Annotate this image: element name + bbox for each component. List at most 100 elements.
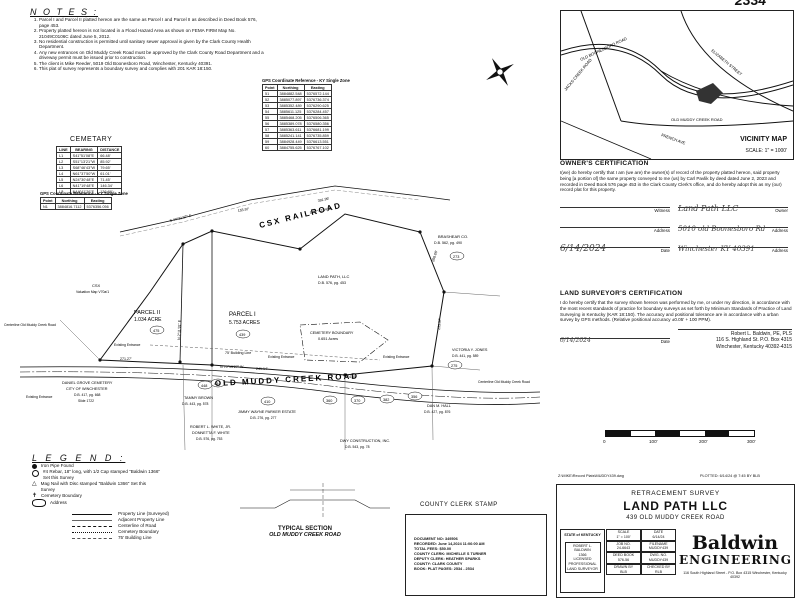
- note-item: No residential construction is permitted…: [39, 39, 265, 50]
- info-value: 1" = 100': [616, 534, 631, 539]
- info-label: FILENAME: [649, 541, 668, 546]
- table-cell: 5376767.102: [303, 144, 332, 151]
- parcel1-area: 5.753 ACRES: [229, 320, 261, 326]
- info-label: SCALE: [617, 530, 630, 534]
- cemetery-icon: ✝: [32, 493, 38, 499]
- owner-certification: OWNER'S CERTIFICATION I(we) do hereby ce…: [560, 160, 792, 254]
- brashear-deed: D.B. 562, pg. 490: [434, 241, 462, 245]
- table-cell: 136.88': [97, 188, 123, 195]
- iron-pipe-icon: [32, 463, 37, 469]
- surveyor-cert-title: LAND SURVEYOR'S CERTIFICATION: [560, 290, 683, 297]
- note-item: The client is Mike Reeder, 5019 Old Boon…: [39, 61, 265, 66]
- danny-deed: D.B. 417, pg. 668: [74, 393, 101, 397]
- scale-bar-graphic: [605, 430, 755, 437]
- scale-label: 100': [649, 439, 658, 444]
- line-swatch: [72, 513, 112, 515]
- legend-item: Cemetery Boundary: [72, 529, 212, 535]
- adjacent-line: [182, 364, 186, 451]
- gps-table-left: GPS Coordinate Reference - KY Single Zon…: [40, 191, 128, 210]
- legend-item: Centerline of Road: [72, 523, 212, 529]
- vicinity-road-label: OLD MUDDY CREEK ROAD: [671, 117, 723, 122]
- owner-cert-title: OWNER'S CERTIFICATION: [560, 160, 649, 167]
- bearing-label: N 70°13'27" W: [220, 365, 244, 369]
- mag-nail-icon: △: [32, 481, 37, 487]
- railroad-line: [119, 185, 451, 233]
- sig-row: Address 5010 old Boonesboro Rd Address: [560, 218, 792, 233]
- legend-label: Cemetery Boundary: [41, 493, 82, 498]
- address-hex-icon: [449, 251, 465, 261]
- scale-label: 300': [747, 439, 756, 444]
- danny-label2: CITY OF WINCHESTER: [66, 387, 108, 391]
- sig-row: Witness Land Path LLC Owner: [560, 198, 792, 213]
- centerline-right-label: Centerline Old Muddy Creek Road: [478, 380, 530, 384]
- surveyor-name: Robert L. Baldwin, PE, PLS: [678, 329, 792, 337]
- legend-label: Property Line (Surveyed): [118, 511, 170, 516]
- legend-item: ✝ Cemetery Boundary: [32, 493, 212, 499]
- notes-list: Parcel I and Parcel II platted hereon ar…: [30, 17, 265, 71]
- jimmy-deed: D.B. 276, pg. 277: [250, 416, 277, 420]
- vicinity-road-label: JACKS CREEK ROAD: [563, 57, 593, 91]
- info-cell: DWG. NO.MUDDY439: [641, 552, 676, 564]
- surveyor-addr: 116 S. Highland St. P.O. Box 4315: [716, 337, 792, 344]
- notes-section: N O T E S : Parcel I and Parcel II platt…: [30, 7, 265, 71]
- surveyor-addr: Winchester, Kentucky 40392-4315: [715, 343, 792, 350]
- brashear-label: BRASHEAR CO.: [438, 234, 468, 239]
- legend-label: Centerline of Road: [118, 523, 157, 528]
- address-hex-icon: [379, 394, 395, 404]
- parcel1-label: PARCEL I: [229, 312, 256, 318]
- info-value: MUDDY439: [648, 546, 669, 551]
- address-475: 475: [153, 329, 159, 333]
- owner-main-deed: D.B. 576, pg. 453: [318, 281, 346, 285]
- bearing-label: N 2°11'31" E: [177, 319, 182, 340]
- address-line: Address: [560, 218, 670, 233]
- table-cell: 5376356.056: [83, 203, 112, 210]
- iron-pin-icon: [181, 242, 185, 246]
- note-item: Parcel I and Parcel II platted hereon ar…: [39, 17, 265, 28]
- notes-title: N O T E S :: [30, 7, 99, 17]
- parcel-divider: [179, 243, 184, 363]
- date-label: Date: [660, 248, 670, 254]
- address-410: 410: [264, 400, 270, 404]
- jimmy-label: JIMMY WAYNE PARKER ESTATE: [238, 410, 296, 414]
- legend-item: △ Mag Nail with Disc stamped "Baldwin 13…: [32, 481, 212, 493]
- iron-pin-icon: [430, 364, 434, 368]
- robert-label2: DONNETTA F. WHITE: [192, 431, 230, 435]
- file-path: Z:\MIKE\Record Plats\MUDDY439.dwg: [558, 474, 624, 478]
- dwy-deed: D.B. 543, pg. 78: [345, 445, 370, 449]
- gps-table-title: GPS Coordinate Reference - KY Single Zon…: [262, 78, 350, 83]
- jimmy-id: 360: [326, 399, 332, 403]
- info-label: JOB NO.: [616, 541, 631, 546]
- csx-label: CSX: [92, 283, 101, 288]
- victoria-deed: D.B. 441, pg. 589: [452, 354, 479, 358]
- owner-main-label: LAND PATH, LLC: [318, 274, 350, 279]
- dwy-label: DWY CONSTRUCTION, INC.: [340, 439, 390, 443]
- tammy-deed: D.B. 443, pg. 578: [182, 402, 209, 406]
- owner-label: Owner: [775, 208, 788, 214]
- info-label: DEED BOOK: [612, 553, 635, 558]
- iron-pin-icon: [298, 247, 302, 251]
- typical-section-title: TYPICAL SECTION: [278, 526, 332, 532]
- typical-section-drawing: [240, 483, 390, 518]
- sheet-number: 2334: [735, 0, 767, 8]
- robert-deed: D.B. 576, pg. 753: [196, 437, 223, 441]
- entrance-label: Existing Entrance: [26, 395, 52, 399]
- iron-pin-icon: [418, 230, 422, 234]
- north-arrow-icon: [486, 58, 514, 86]
- csx-sub: Valuation Map V70a/1: [76, 290, 109, 294]
- line-swatch: [72, 525, 112, 527]
- owner-cert-text: I(we) do hereby certify that I am (we ar…: [560, 170, 782, 193]
- adjacent-line: [59, 319, 101, 361]
- building-line-label: 75' Building Line: [225, 351, 251, 355]
- dan-id: 356: [411, 395, 417, 399]
- clerk-line: DOCUMENT NO: 349506: [414, 537, 458, 541]
- address-label: Address: [771, 248, 788, 254]
- distance-label: 271.27': [120, 357, 132, 361]
